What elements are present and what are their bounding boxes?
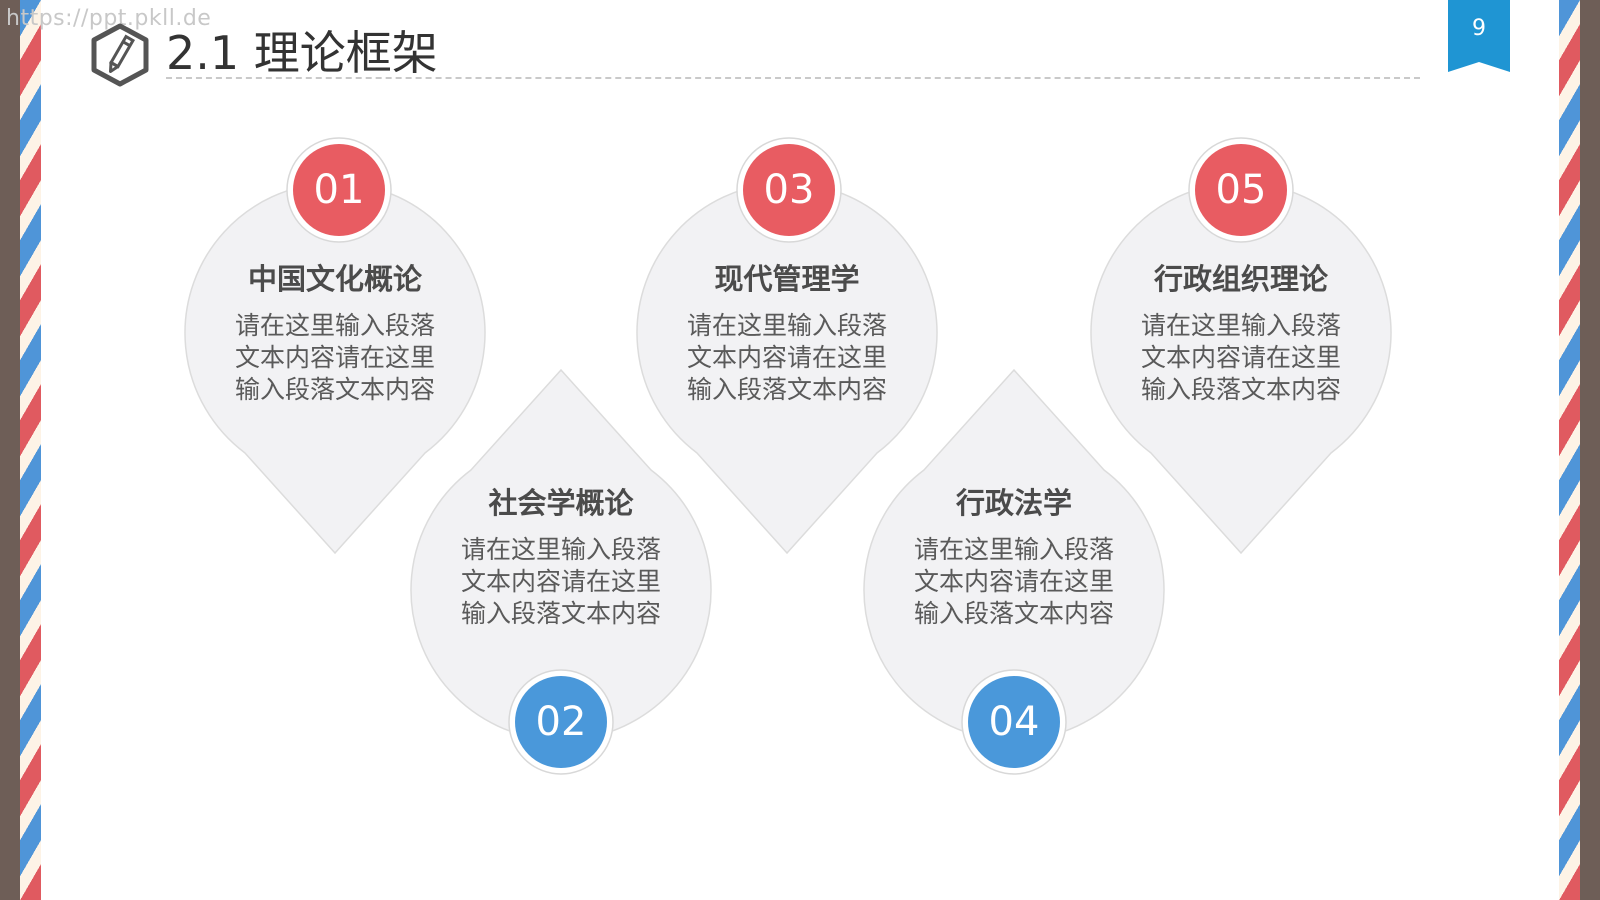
item-number-02: 02 bbox=[535, 699, 587, 745]
item-title-05: 行政组织理论 bbox=[1153, 262, 1328, 296]
left-airmail-stripe bbox=[20, 0, 41, 900]
item-number-01: 01 bbox=[313, 167, 365, 213]
item-number-03: 03 bbox=[763, 167, 815, 213]
item-desc-01: 请在这里输入段落文本内容请在这里输入段落文本内容 bbox=[235, 311, 436, 404]
item-desc-02: 请在这里输入段落文本内容请在这里输入段落文本内容 bbox=[461, 535, 662, 628]
item-title-04: 行政法学 bbox=[955, 486, 1072, 520]
number-circle-02 bbox=[508, 669, 614, 775]
page-number: 9 bbox=[1472, 16, 1486, 41]
item-desc-03: 请在这里输入段落文本内容请在这里输入段落文本内容 bbox=[687, 311, 888, 404]
right-border bbox=[1580, 0, 1600, 900]
item-title-03: 现代管理学 bbox=[714, 262, 860, 296]
item-number-05: 05 bbox=[1215, 167, 1267, 213]
watermark: https://ppt.pkll.de bbox=[6, 6, 212, 31]
item-title-01: 中国文化概论 bbox=[247, 262, 422, 296]
item-number-04: 04 bbox=[988, 699, 1040, 745]
right-airmail-stripe bbox=[1559, 0, 1580, 900]
pencil-hexagon-icon bbox=[91, 23, 149, 87]
title-divider bbox=[166, 77, 1420, 79]
page-title: 2.1 理论框架 bbox=[166, 26, 438, 80]
item-desc-05: 请在这里输入段落文本内容请在这里输入段落文本内容 bbox=[1141, 311, 1342, 404]
item-title-02: 社会学概论 bbox=[488, 486, 634, 520]
number-circle-01 bbox=[286, 137, 392, 243]
number-circle-03 bbox=[736, 137, 842, 243]
left-border bbox=[0, 0, 20, 900]
number-circle-04 bbox=[961, 669, 1067, 775]
number-circle-05 bbox=[1188, 137, 1294, 243]
item-desc-04: 请在这里输入段落文本内容请在这里输入段落文本内容 bbox=[914, 535, 1115, 628]
page-number-badge bbox=[1448, 0, 1510, 72]
